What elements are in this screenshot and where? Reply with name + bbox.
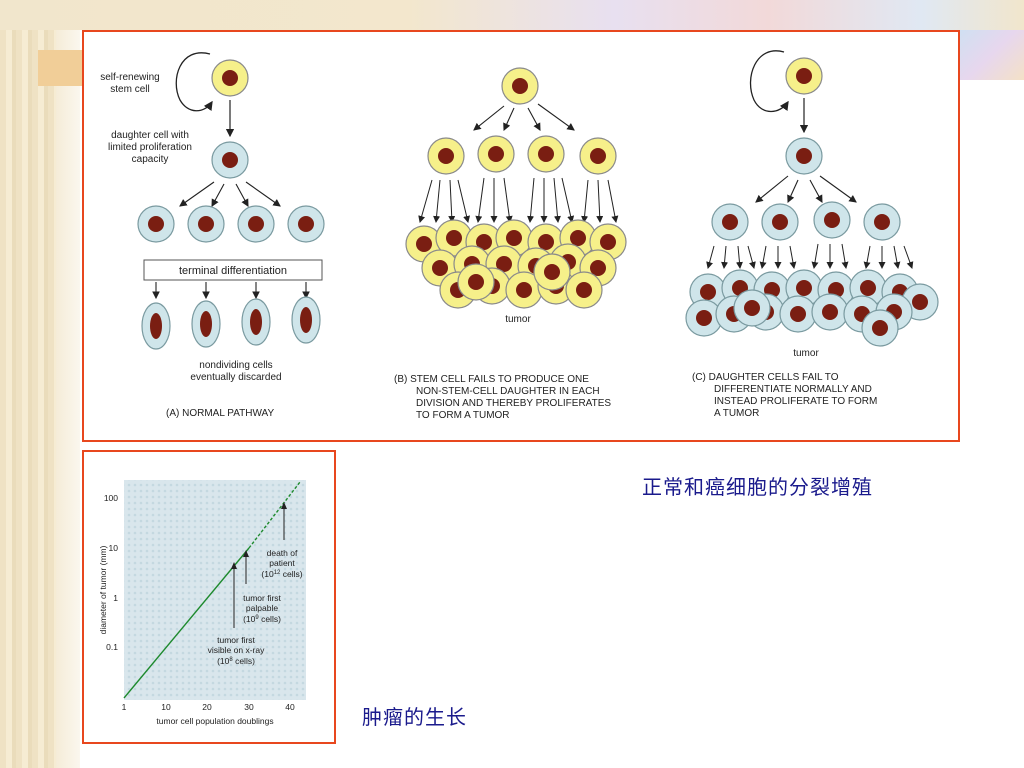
annotation-xray-line2: visible on x-ray bbox=[208, 645, 265, 655]
panel-b-caption-line1: (B) STEM CELL FAILS TO PRODUCE ONE bbox=[394, 374, 589, 385]
arrow-a1 bbox=[179, 181, 215, 207]
panel-c-caption-line1: (C) DAUGHTER CELLS FAIL TO bbox=[692, 372, 839, 383]
nondividing-label-line2: eventually discarded bbox=[190, 372, 281, 383]
proliferating-cell bbox=[813, 201, 851, 239]
proliferating-cell bbox=[237, 205, 275, 243]
panel-b-tumor-label: tumor bbox=[505, 314, 531, 325]
chart-plot-area bbox=[124, 480, 306, 700]
annotation-arrowhead bbox=[243, 550, 249, 557]
self-renew-arrow bbox=[175, 52, 213, 112]
terminal-differentiation-box bbox=[143, 259, 323, 281]
panel-b-caption-line2: NON-STEM-CELL DAUGHTER IN EACH bbox=[416, 386, 600, 397]
annotation-xray-line3: (108 cells) bbox=[217, 656, 255, 666]
daughter-label-line3: capacity bbox=[132, 154, 169, 165]
panel-b-caption-line3: DIVISION AND THEREBY PROLIFERATES bbox=[416, 398, 611, 409]
stem-cell bbox=[477, 135, 515, 173]
y-tick-label: 10 bbox=[109, 543, 119, 553]
panel-c-caption-line3: INSTEAD PROLIFERATE TO FORM bbox=[714, 396, 877, 407]
annotation-arrowhead bbox=[281, 502, 287, 509]
proliferating-cell bbox=[187, 205, 225, 243]
nondividing-label-line1: nondividing cells bbox=[199, 360, 272, 371]
daughter-cell bbox=[211, 141, 249, 179]
decorative-tan-block bbox=[38, 50, 88, 86]
arrow-c2 bbox=[787, 179, 799, 204]
annotation-palpable-line2: palpable bbox=[246, 603, 278, 613]
arrow-b-top3 bbox=[527, 107, 541, 131]
proliferating-cell bbox=[137, 205, 175, 243]
terminal-differentiation-label: terminal differentiation bbox=[179, 265, 287, 277]
arrow-b-top1 bbox=[473, 105, 505, 131]
growth-line bbox=[123, 547, 250, 699]
arrow-c4 bbox=[819, 175, 857, 203]
annotation-palpable-line1: tumor first bbox=[243, 593, 281, 603]
paper-texture-left bbox=[0, 0, 56, 768]
differentiated-cell bbox=[191, 300, 221, 348]
proliferating-cell bbox=[863, 203, 901, 241]
panel-a-caption: (A) NORMAL PATHWAY bbox=[166, 408, 274, 419]
tumor-growth-chart: 100 10 1 0.1 1 10 20 30 40 tumor cell po… bbox=[98, 480, 306, 726]
stem-label-line2: stem cell bbox=[110, 84, 149, 95]
panel-c-tumor-label: tumor bbox=[793, 348, 819, 359]
x-tick-label: 10 bbox=[161, 702, 171, 712]
x-axis-label: tumor cell population doublings bbox=[156, 716, 273, 726]
decorative-corner-image bbox=[958, 30, 1024, 80]
proliferating-cell bbox=[761, 203, 799, 241]
daughter-label-line1: daughter cell with bbox=[111, 130, 189, 141]
y-tick-label: 100 bbox=[104, 493, 118, 503]
x-tick-label: 1 bbox=[122, 702, 127, 712]
stem-cell bbox=[211, 59, 249, 97]
arrow-a4 bbox=[245, 181, 281, 207]
paper-texture-left-shade bbox=[56, 0, 80, 768]
panel-b-caption-line4: TO FORM A TUMOR bbox=[416, 410, 510, 421]
differentiated-cell bbox=[141, 302, 171, 350]
panel-c-daughter-tumor: tumor (C) DAUGHTER CELLS FAIL TO DIFFERE… bbox=[685, 50, 939, 419]
stem-cell bbox=[579, 137, 617, 175]
annotation-death-line2: patient bbox=[269, 558, 295, 568]
stem-cell bbox=[527, 135, 565, 173]
caption-tumor-growth: 肿瘤的生长 bbox=[362, 705, 467, 729]
annotation-xray-line1: tumor first bbox=[217, 635, 255, 645]
panel-c-caption-line2: DIFFERENTIATE NORMALLY AND bbox=[714, 384, 872, 395]
stem-cell bbox=[427, 137, 465, 175]
annotation-death-line3: (1012 cells) bbox=[261, 569, 302, 579]
arrow-c3 bbox=[809, 179, 823, 203]
x-tick-label: 40 bbox=[285, 702, 295, 712]
proliferating-cell bbox=[711, 203, 749, 241]
y-tick-label: 0.1 bbox=[106, 642, 118, 652]
arrow-fan-b bbox=[418, 177, 619, 223]
proliferating-cell bbox=[287, 205, 325, 243]
daughter-label-line2: limited proliferation bbox=[108, 142, 192, 153]
decorative-top-band bbox=[0, 0, 1024, 30]
stem-cell bbox=[501, 67, 539, 105]
x-tick-label: 30 bbox=[244, 702, 254, 712]
annotation-death-line1: death of bbox=[267, 548, 298, 558]
arrow-b-top4 bbox=[537, 103, 575, 131]
caption-cell-division: 正常和癌细胞的分裂增殖 bbox=[642, 475, 873, 499]
y-axis-label: diameter of tumor (mm) bbox=[98, 545, 108, 634]
arrow-fan-c bbox=[706, 243, 914, 269]
tumor-mass-c bbox=[685, 269, 939, 347]
annotation-palpable-line3: (109 cells) bbox=[243, 614, 281, 624]
stem-label-line1: self-renewing bbox=[100, 72, 159, 83]
cell-division-diagram: self-renewing stem cell daughter cell wi… bbox=[100, 50, 939, 421]
cell-division-diagram-panel: self-renewing stem cell daughter cell wi… bbox=[82, 30, 960, 442]
arrow-b-top2 bbox=[503, 107, 515, 132]
arrow-a3 bbox=[235, 183, 249, 207]
arrow-c1 bbox=[755, 175, 789, 203]
growth-line-extrapolated bbox=[248, 481, 301, 549]
differentiated-cell bbox=[241, 298, 271, 346]
stem-cell bbox=[785, 57, 823, 95]
differentiated-cell bbox=[291, 296, 321, 344]
panel-b-stem-cell-tumor: tumor (B) STEM CELL FAILS TO PRODUCE ONE… bbox=[394, 67, 627, 421]
arrow-a2 bbox=[211, 183, 225, 207]
x-tick-label: 20 bbox=[202, 702, 212, 712]
panel-a-normal-pathway: self-renewing stem cell daughter cell wi… bbox=[100, 52, 325, 419]
self-renew-arrow-c bbox=[749, 50, 789, 113]
tumor-growth-chart-panel: 100 10 1 0.1 1 10 20 30 40 tumor cell po… bbox=[82, 450, 336, 744]
panel-c-caption-line4: A TUMOR bbox=[714, 408, 759, 419]
annotation-arrowhead bbox=[231, 562, 237, 569]
daughter-cell bbox=[785, 137, 823, 175]
y-tick-label: 1 bbox=[113, 593, 118, 603]
tumor-mass-b bbox=[405, 219, 627, 309]
